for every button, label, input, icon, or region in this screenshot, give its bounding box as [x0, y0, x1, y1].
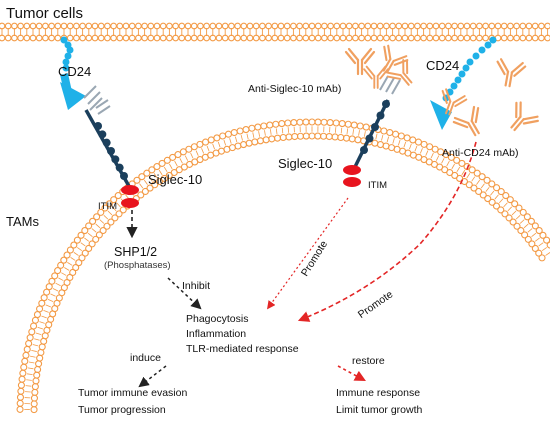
inhibit-arrow	[167, 277, 202, 310]
outcome-phagocytosis: Phagocytosis	[186, 313, 248, 325]
siglec-receptor-right	[350, 75, 401, 174]
cd24-left-arrowhead	[60, 82, 86, 110]
siglec10-left-label: Siglec-10	[148, 172, 202, 187]
itim-domain-right-2	[343, 177, 361, 187]
tams-label: TAMs	[6, 214, 39, 229]
cd24-left-label: CD24	[58, 64, 91, 79]
phosphatases-label: (Phosphatases)	[104, 260, 171, 271]
siglec-receptor-left	[83, 85, 132, 189]
itim-domain-left-2	[121, 198, 139, 208]
induce-label: induce	[130, 352, 161, 364]
itim-domain-left-1	[121, 185, 139, 195]
cd24-right-chain	[442, 36, 497, 102]
shp-label: SHP1/2	[114, 245, 157, 259]
restore-arrow	[337, 365, 366, 382]
anti-siglec10-mab-label: Anti-Siglec-10 mAb)	[248, 83, 341, 95]
result-immune-response: Immune response	[336, 387, 420, 399]
itim-left-label: ITIM	[98, 201, 117, 212]
anti-cd24-mab-label: Anti-CD24 mAb)	[442, 147, 518, 159]
outcome-tlr-response: TLR-mediated response	[186, 343, 299, 355]
promote-label-1: Promote	[299, 238, 330, 278]
result-immune-evasion: Tumor immune evasion	[78, 387, 187, 399]
cd24-right-arrowhead	[430, 100, 452, 130]
tumor-cell-membrane	[0, 22, 550, 42]
inhibit-label: Inhibit	[182, 280, 210, 292]
result-tumor-progression: Tumor progression	[78, 404, 166, 416]
anti-cd24-antibodies	[441, 58, 539, 137]
promote-arrow-2	[297, 141, 477, 322]
restore-label: restore	[352, 355, 385, 367]
itim-right-label: ITIM	[368, 180, 387, 191]
anti-siglec10-antibodies	[344, 44, 413, 89]
promote-arrow-1	[267, 197, 349, 310]
cd24-right-label: CD24	[426, 58, 459, 73]
outcome-inflammation: Inflammation	[186, 328, 246, 340]
promote-label-2: Promote	[356, 288, 396, 321]
cd24-left-chain	[60, 36, 74, 72]
itim-domain-right-1	[343, 165, 361, 175]
tumor-cells-label: Tumor cells	[6, 5, 83, 22]
result-limit-tumor-growth: Limit tumor growth	[336, 404, 423, 416]
tam-membrane-arc	[16, 118, 550, 414]
siglec10-right-label: Siglec-10	[278, 156, 332, 171]
induce-arrow	[138, 365, 167, 388]
